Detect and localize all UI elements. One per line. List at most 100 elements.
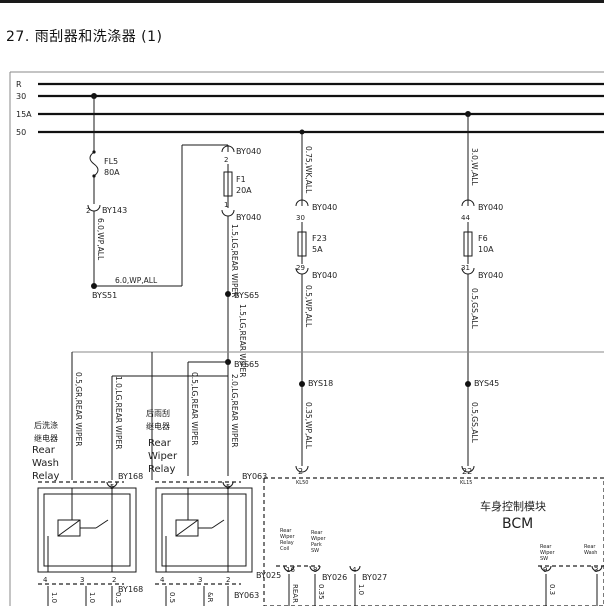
relay-washer-cn2: 继电器 [34, 433, 58, 443]
svg-text:Rear: Rear [584, 544, 596, 550]
svg-text:4: 4 [43, 576, 48, 584]
relay-wiper [155, 487, 253, 573]
conn-by063-top-label: BY063 [242, 472, 267, 481]
relay-wiper-en3: Relay [148, 464, 176, 475]
svg-text:Wiper: Wiper [311, 536, 326, 542]
wire-r1-b-label: 1.0,LG,REAR WIPER [114, 376, 123, 449]
conn-by168-bottom-label: BY168 [118, 585, 143, 594]
svg-text:Coil: Coil [280, 546, 289, 552]
svg-text:0.5: 0.5 [168, 592, 176, 603]
splice-bys51-label: BYS51 [92, 291, 117, 300]
conn-f23-bottom-label: BY040 [312, 271, 337, 280]
bcm-pin-kl50: 2 [298, 467, 303, 476]
conn-by025-label: BY025 [256, 571, 281, 580]
conn-f1-top-label: BY040 [236, 147, 261, 156]
conn-by027-label: BY027 [362, 573, 387, 582]
svg-text:2: 2 [224, 156, 228, 164]
connector-by040-f1-bottom [221, 209, 235, 217]
svg-text:Rear: Rear [280, 528, 292, 534]
bus-label-50: 50 [16, 128, 26, 137]
svg-text:Wash: Wash [584, 550, 597, 556]
wire-f23-in-label: 0.75,WK,ALL [304, 146, 313, 194]
wire-r1-a-label: 0.5,GR,REAR WIPER [74, 372, 83, 447]
fuse-f6-name: F6 [478, 234, 488, 243]
fuse-fl5-name: FL5 [104, 157, 118, 166]
conn-f6-top-label: BY040 [478, 203, 503, 212]
fuse-f23-name: F23 [312, 234, 327, 243]
relay-wiper-switch [211, 519, 225, 529]
svg-text:1: 1 [224, 201, 228, 209]
relay-washer-en1: Rear [32, 445, 56, 456]
bus-label-30: 30 [16, 92, 26, 101]
conn-by026-label: BY026 [322, 573, 347, 582]
bcm-pin-kl15: 22 [462, 467, 472, 476]
bcm-kl15-label: KL15 [460, 480, 472, 486]
splice-bys18-label: BYS18 [308, 379, 333, 388]
splice-bys45 [465, 381, 471, 387]
svg-text:1.0: 1.0 [50, 592, 58, 603]
svg-text:0.3: 0.3 [548, 584, 556, 595]
conn-f1-bottom-label: BY040 [236, 213, 261, 222]
conn-by168-top-label: BY168 [118, 472, 143, 481]
svg-text:4: 4 [352, 566, 357, 574]
svg-text:16: 16 [286, 566, 295, 574]
conn-by143-label: BY143 [102, 206, 127, 215]
splice-bys65-top [225, 291, 231, 297]
svg-text:5: 5 [226, 483, 230, 491]
bcm-title-cn: 车身控制模块 [480, 499, 546, 513]
wire-f1-out-label: 1.5,LG,REAR WIPER [230, 224, 239, 297]
bcm-title-en: BCM [502, 516, 533, 532]
relay-washer-en2: Wash [32, 458, 59, 469]
svg-text:SW: SW [540, 556, 548, 562]
svg-text:Relay: Relay [280, 540, 294, 546]
fuse-f1-rating: 20A [236, 186, 252, 195]
relay-wiper-en2: Wiper [148, 451, 178, 462]
pin-by143: 2 [86, 207, 90, 215]
relay-washer-cn: 后洗涤 [34, 420, 58, 430]
svg-text:44: 44 [461, 214, 470, 222]
fuse-f1-name: F1 [236, 175, 246, 184]
connector-by040-f1-top [221, 145, 235, 153]
bus-label-15a: 15A [16, 110, 32, 119]
svg-text:8: 8 [313, 566, 317, 574]
wire-bys18-label: 0.35,WP,ALL [304, 402, 313, 450]
svg-text:9: 9 [543, 566, 547, 574]
wire-f6-out-label: 0.5,GS,ALL [470, 288, 479, 330]
svg-text:1.0: 1.0 [88, 592, 96, 603]
svg-text:2: 2 [226, 576, 230, 584]
svg-text:5: 5 [110, 483, 114, 491]
wire-f6-in-label: 3.0,W,ALL [470, 148, 479, 186]
svg-text:29: 29 [296, 264, 305, 272]
relay-washer [37, 487, 137, 573]
relay-wiper-en1: Rear [148, 438, 172, 449]
svg-text:Park: Park [311, 542, 322, 548]
splice-bys18 [299, 381, 305, 387]
bus-label-r: R [16, 80, 22, 89]
relay-wiper-cn: 后雨刮 [146, 408, 170, 418]
svg-text:1.0: 1.0 [357, 584, 365, 595]
svg-text:Rear: Rear [311, 530, 323, 536]
wire-fl5-label: 6.0,WP,ALL [96, 218, 105, 261]
fuse-f23-rating: 5A [312, 245, 323, 254]
wire-r2-b-label: 2.0,LG,REAR WIPER [230, 374, 239, 447]
svg-text:3: 3 [198, 576, 202, 584]
bcm-module [263, 477, 604, 606]
wire-r2-a-label: 0.5,LG,REAR WIPER [190, 372, 199, 445]
splice-bys65-bottom-label: BYS65 [234, 360, 259, 369]
splice-bys51 [91, 283, 97, 289]
page-title: 27. 雨刮器和洗涤器 (1) [6, 29, 163, 45]
wire-bys65-label: 1.5,LG,REAR WIPER [238, 304, 247, 377]
svg-text:0.3: 0.3 [114, 592, 122, 603]
relay-washer-switch [95, 519, 109, 529]
bcm-kl50-label: KL50 [296, 480, 308, 486]
svg-text:0.35: 0.35 [317, 584, 325, 600]
fuse-f6-rating: 10A [478, 245, 494, 254]
splice-bys45-label: BYS45 [474, 379, 499, 388]
header-rule [0, 0, 604, 3]
svg-text:31: 31 [461, 264, 470, 272]
wire-bys51-label: 6.0,WP,ALL [115, 276, 158, 285]
relay-washer-en3: Relay [32, 471, 60, 482]
svg-text:REAR: REAR [291, 584, 299, 603]
svg-text:Rear: Rear [540, 544, 552, 550]
